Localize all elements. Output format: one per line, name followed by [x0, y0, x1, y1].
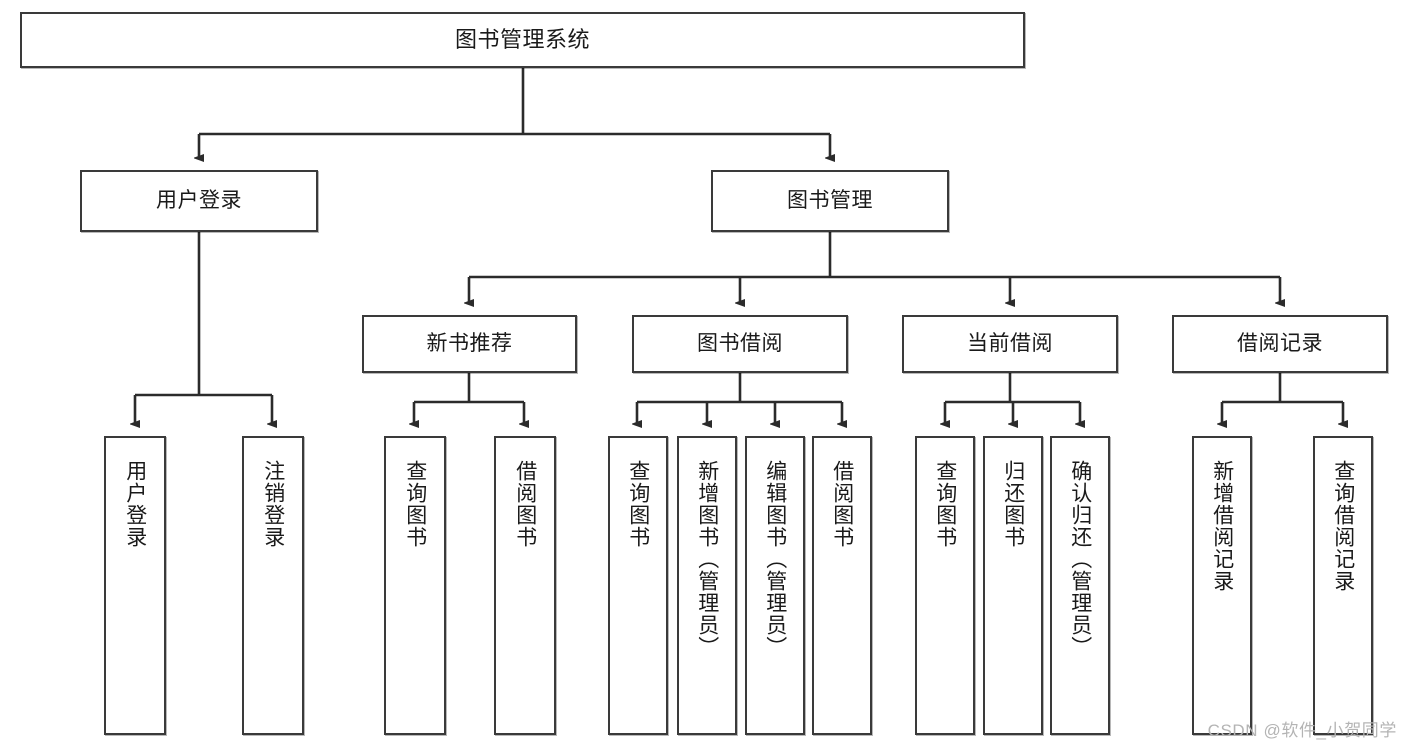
node-label: 借阅图书 [830, 460, 854, 548]
node-leaf-confirm-return[interactable]: 确认归还（管理员） [1050, 436, 1110, 735]
node-root-system[interactable]: 图书管理系统 [20, 12, 1025, 68]
node-label: 新增借阅记录 [1210, 460, 1234, 592]
node-leaf-query-book-2[interactable]: 查询图书 [608, 436, 668, 735]
node-label: 图书借阅 [697, 331, 783, 355]
node-leaf-return-book[interactable]: 归还图书 [983, 436, 1043, 735]
node-label: 查询图书 [626, 460, 650, 548]
node-label: 借阅记录 [1237, 331, 1323, 355]
node-book-management[interactable]: 图书管理 [711, 170, 949, 232]
node-label: 借阅图书 [513, 460, 537, 548]
node-label: 当前借阅 [967, 331, 1053, 355]
node-label: 新增图书（管理员） [695, 460, 719, 658]
node-label: 编辑图书（管理员） [763, 460, 787, 658]
node-leaf-edit-book[interactable]: 编辑图书（管理员） [745, 436, 805, 735]
node-label: 查询图书 [403, 460, 427, 548]
node-label: 查询图书 [933, 460, 957, 548]
node-new-book-recommend[interactable]: 新书推荐 [362, 315, 577, 373]
node-user-login[interactable]: 用户登录 [80, 170, 318, 232]
node-leaf-query-book-3[interactable]: 查询图书 [915, 436, 975, 735]
node-label: 注销登录 [261, 460, 285, 548]
node-label: 确认归还（管理员） [1068, 460, 1092, 658]
node-leaf-query-book-1[interactable]: 查询图书 [384, 436, 446, 735]
node-leaf-borrow-book-1[interactable]: 借阅图书 [494, 436, 556, 735]
node-label: 新书推荐 [426, 331, 513, 355]
node-book-borrow[interactable]: 图书借阅 [632, 315, 848, 373]
node-label: 图书管理 [787, 188, 873, 212]
node-leaf-query-borrow-record[interactable]: 查询借阅记录 [1313, 436, 1373, 735]
node-current-borrow[interactable]: 当前借阅 [902, 315, 1118, 373]
node-label: 用户登录 [156, 188, 242, 212]
node-label: 用户登录 [123, 460, 147, 548]
node-label: 图书管理系统 [454, 27, 590, 53]
node-leaf-add-book[interactable]: 新增图书（管理员） [677, 436, 737, 735]
node-leaf-user-login[interactable]: 用户登录 [104, 436, 166, 735]
node-label: 查询借阅记录 [1331, 460, 1355, 592]
node-label: 归还图书 [1001, 460, 1025, 548]
node-leaf-add-borrow-record[interactable]: 新增借阅记录 [1192, 436, 1252, 735]
csdn-watermark: CSDN @软件_小贺同学 [1207, 721, 1397, 740]
node-leaf-logout-login[interactable]: 注销登录 [242, 436, 304, 735]
node-leaf-borrow-book-2[interactable]: 借阅图书 [812, 436, 872, 735]
node-borrow-record[interactable]: 借阅记录 [1172, 315, 1388, 373]
